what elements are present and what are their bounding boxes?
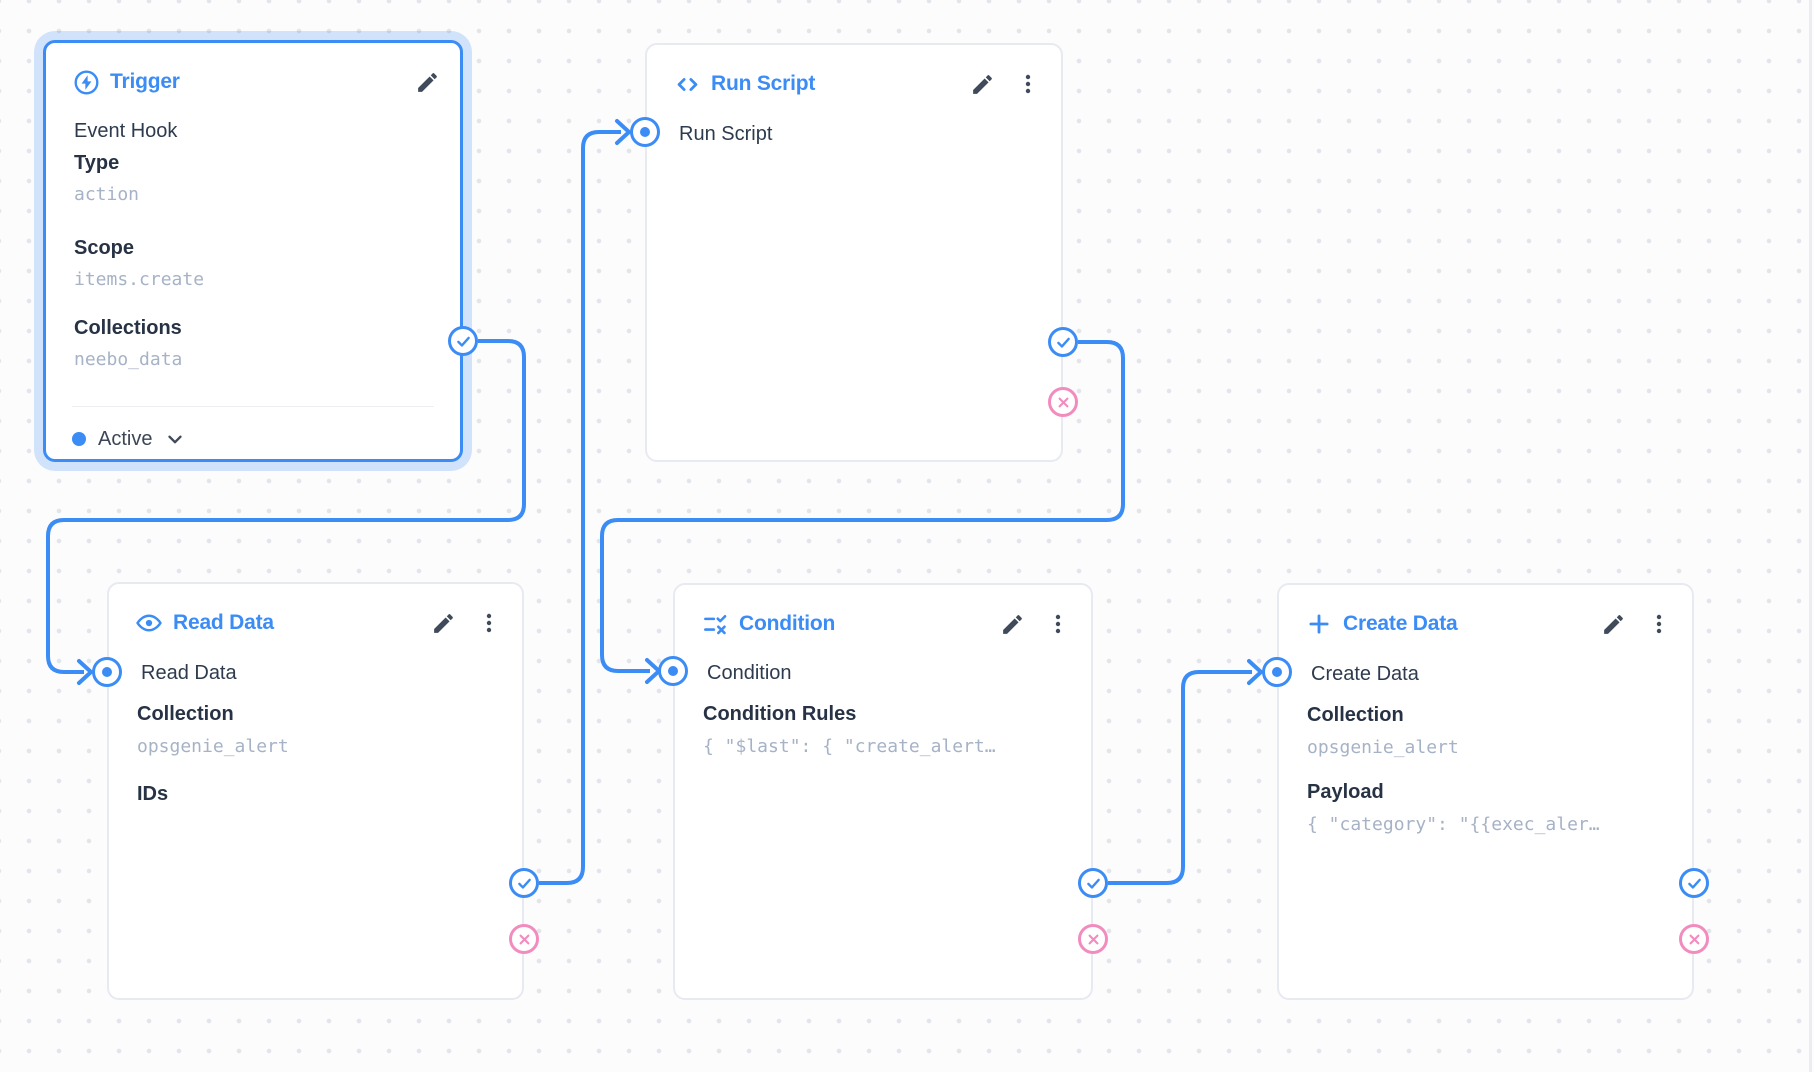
field-label: Scope (74, 237, 135, 259)
node-header: Trigger (72, 65, 440, 99)
input-label: Run Script (679, 123, 773, 145)
arrowhead-run-script (615, 119, 631, 145)
input-label: Read Data (141, 662, 237, 684)
bolt-circle-icon (72, 68, 100, 96)
node-header: Run Script (673, 67, 1041, 101)
condition-input-port[interactable] (658, 656, 688, 686)
node-title: Run Script (711, 72, 816, 95)
field-value: opsgenie_alert (1307, 737, 1459, 758)
plus-icon (1305, 610, 1333, 638)
node-trigger[interactable]: Trigger Event Hook Type action Scope ite… (43, 40, 463, 462)
edit-pencil-icon[interactable] (999, 611, 1025, 637)
field-value: opsgenie_alert (137, 736, 289, 757)
create-data-reject-port[interactable] (1679, 924, 1709, 954)
create-data-input-port[interactable] (1262, 657, 1292, 687)
status-active-dot (72, 432, 86, 446)
trigger-resolve-port[interactable] (448, 326, 478, 356)
field-value: neebo_data (74, 349, 183, 370)
node-create-data[interactable]: Create Data Create Data Collection opsge… (1277, 583, 1694, 1000)
port-dot (668, 666, 678, 676)
edit-pencil-icon[interactable] (414, 69, 440, 95)
check-icon (1056, 337, 1070, 348)
check-icon (517, 878, 531, 889)
field-label: IDs (137, 783, 169, 805)
eye-icon (135, 609, 163, 637)
trigger-type: Event Hook (74, 120, 178, 142)
read-data-reject-port[interactable] (509, 924, 539, 954)
field-label: Payload (1307, 781, 1384, 803)
kebab-menu-icon[interactable] (1646, 611, 1672, 637)
field-value: items.create (74, 269, 205, 290)
wire-readdata-to-runscript (539, 130, 621, 885)
edit-pencil-icon[interactable] (1600, 611, 1626, 637)
chevron-down-icon (164, 428, 186, 450)
node-title: Create Data (1343, 612, 1458, 635)
kebab-menu-icon[interactable] (1045, 611, 1071, 637)
code-icon (673, 70, 701, 98)
edit-pencil-icon[interactable] (969, 71, 995, 97)
divider (72, 406, 434, 407)
run-script-reject-port[interactable] (1048, 387, 1078, 417)
field-value: { "category": "{{exec_aler… (1307, 814, 1600, 835)
field-label: Collection (1307, 704, 1404, 726)
node-title: Read Data (173, 611, 274, 634)
arrowhead-create-data (1247, 659, 1263, 685)
field-value: action (74, 184, 140, 205)
node-header: Create Data (1305, 607, 1672, 641)
field-label: Condition Rules (703, 703, 857, 725)
x-icon (519, 934, 529, 944)
node-run-script[interactable]: Run Script Run Script (645, 43, 1063, 462)
canvas-right-edge (1809, 0, 1812, 1072)
input-label: Condition (707, 662, 792, 684)
node-title: Trigger (110, 70, 180, 93)
node-header: Read Data (135, 606, 502, 640)
check-icon (1687, 878, 1701, 889)
field-label: Type (74, 152, 120, 174)
condition-reject-port[interactable] (1078, 924, 1108, 954)
read-data-input-port[interactable] (92, 657, 122, 687)
node-header: Condition (701, 607, 1071, 641)
read-data-resolve-port[interactable] (509, 868, 539, 898)
kebab-menu-icon[interactable] (1015, 71, 1041, 97)
run-script-resolve-port[interactable] (1048, 327, 1078, 357)
x-icon (1689, 934, 1699, 944)
arrowhead-read-data (77, 659, 93, 685)
port-dot (102, 667, 112, 677)
condition-resolve-port[interactable] (1078, 868, 1108, 898)
kebab-menu-icon[interactable] (476, 610, 502, 636)
node-condition[interactable]: Condition Condition Condition Rules { "$… (673, 583, 1093, 1000)
x-icon (1058, 397, 1068, 407)
node-title: Condition (739, 612, 836, 635)
check-icon (1086, 878, 1100, 889)
port-dot (1272, 667, 1282, 677)
field-label: Collection (137, 703, 234, 725)
run-script-input-port[interactable] (630, 117, 660, 147)
input-label: Create Data (1311, 663, 1419, 685)
field-label: Collections (74, 317, 182, 339)
port-dot (640, 127, 650, 137)
edit-pencil-icon[interactable] (430, 610, 456, 636)
create-data-resolve-port[interactable] (1679, 868, 1709, 898)
node-read-data[interactable]: Read Data Read Data Collection opsgenie_… (107, 582, 524, 1000)
wire-condition-to-createdata (1108, 670, 1252, 885)
rule-icon (701, 610, 729, 638)
field-value: { "$last": { "create_alert… (703, 736, 996, 757)
check-icon (456, 336, 470, 347)
x-icon (1088, 934, 1098, 944)
status-dropdown[interactable]: Active (72, 425, 186, 453)
status-label: Active (98, 427, 153, 450)
